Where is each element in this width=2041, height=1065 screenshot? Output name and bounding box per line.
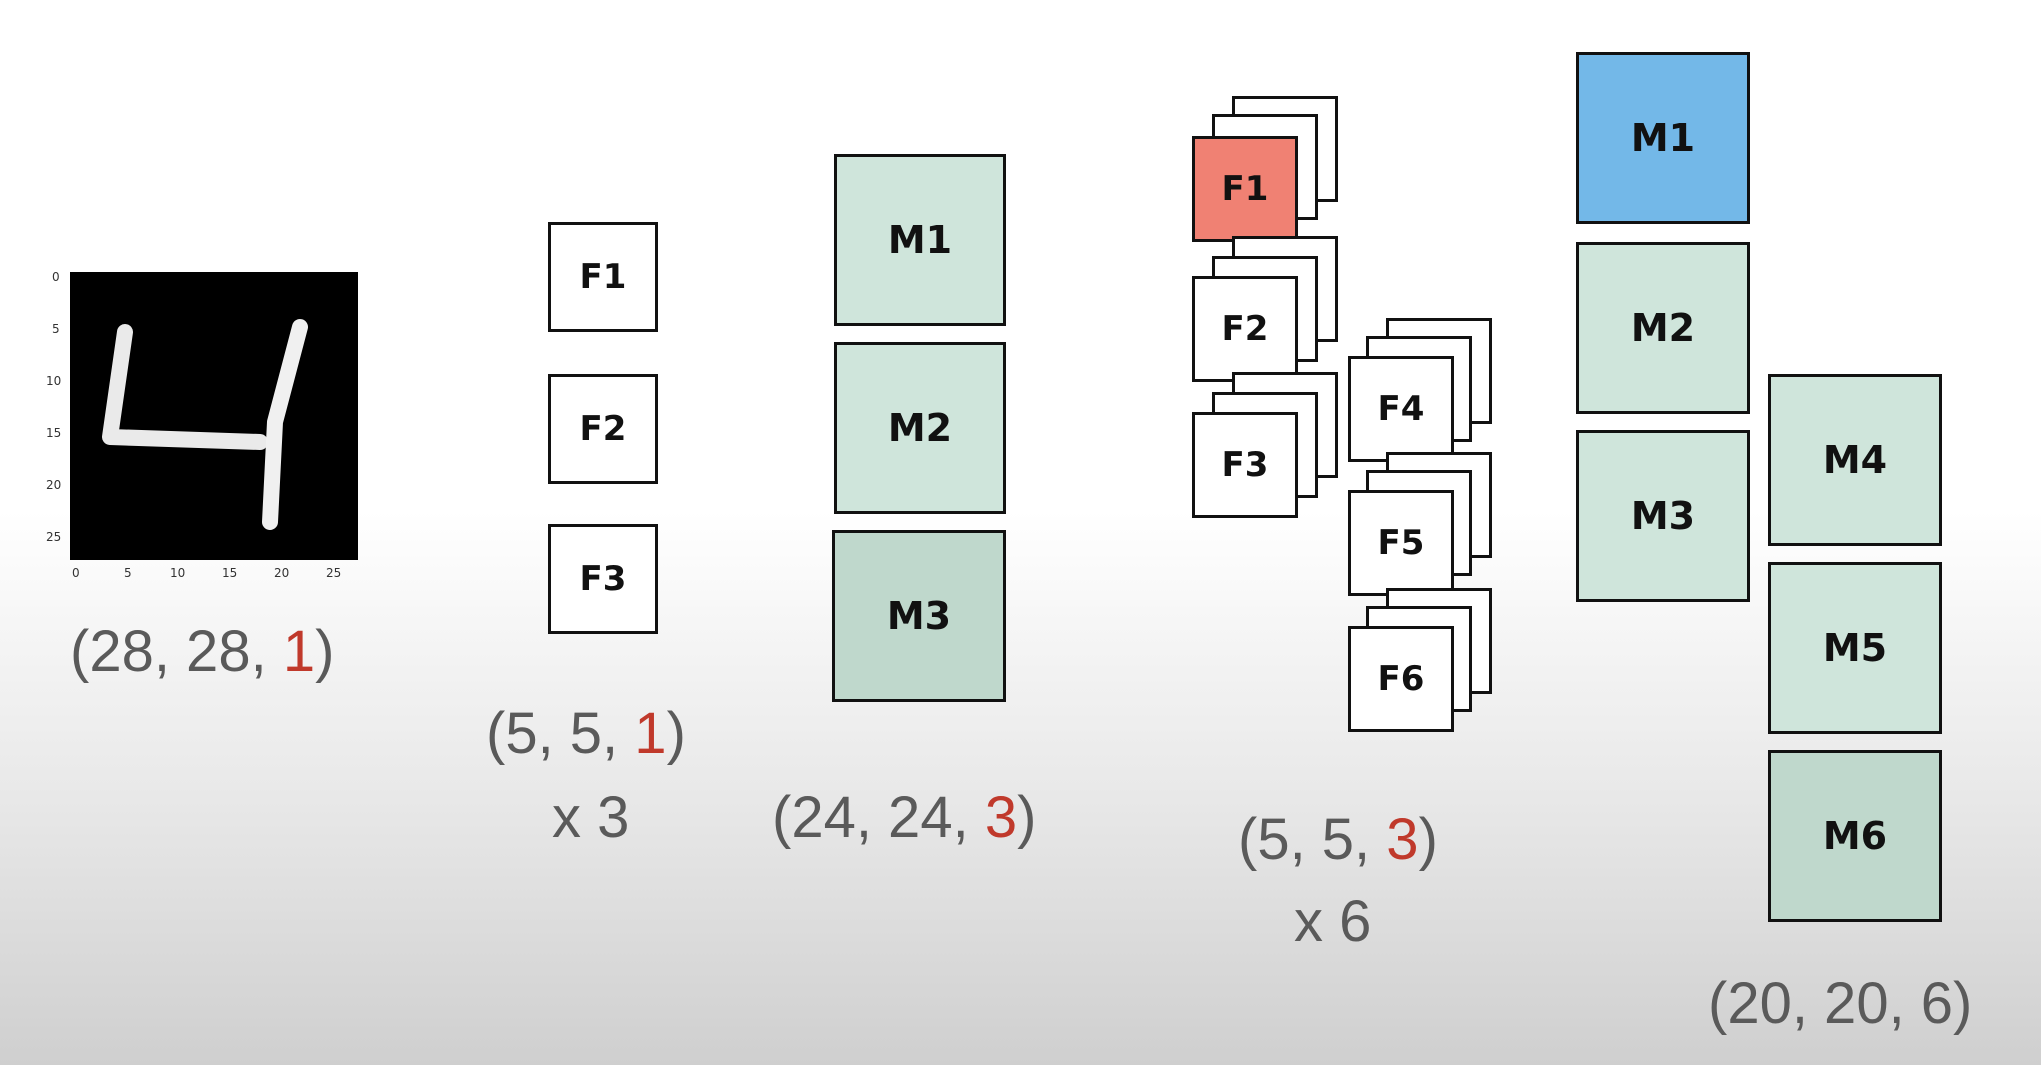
layer2-filter-f4: F4	[1348, 356, 1454, 462]
layer2-filter-shape-caption: (5, 5, 3)	[1238, 807, 1438, 872]
axis-tick: 20	[274, 566, 290, 580]
layer2-filter-f6: F6	[1348, 626, 1454, 732]
axis-tick: 10	[46, 374, 62, 388]
axis-tick: 25	[326, 566, 342, 580]
axis-tick: 15	[46, 426, 62, 440]
layer2-filter-f3: F3	[1192, 412, 1298, 518]
axis-tick: 10	[170, 566, 186, 580]
layer1-filter-f2: F2	[548, 374, 658, 484]
axis-tick: 15	[222, 566, 238, 580]
axis-tick: 25	[46, 530, 62, 544]
layer1-map-shape-caption: (24, 24, 3)	[772, 785, 1037, 850]
layer2-filter-f1: F1	[1192, 136, 1298, 242]
axis-tick: 5	[124, 566, 132, 580]
layer2-map-m5: M5	[1768, 562, 1942, 734]
layer1-map-m3: M3	[832, 530, 1006, 702]
axis-tick: 0	[72, 566, 80, 580]
layer1-filter-shape-caption: (5, 5, 1)	[486, 701, 686, 766]
axis-tick: 20	[46, 478, 62, 492]
layer2-map-m1: M1	[1576, 52, 1750, 224]
layer1-map-m2: M2	[834, 342, 1006, 514]
input-digit-image	[70, 272, 358, 560]
layer2-filter-f5: F5	[1348, 490, 1454, 596]
layer2-filter-count: x 6	[1294, 889, 1372, 954]
digit-four-drawing	[70, 272, 358, 560]
layer1-filter-f3: F3	[548, 524, 658, 634]
layer1-map-m1: M1	[834, 154, 1006, 326]
layer1-filter-count: x 3	[552, 785, 630, 850]
layer2-filter-f2: F2	[1192, 276, 1298, 382]
input-shape-caption: (28, 28, 1)	[70, 619, 335, 684]
axis-tick: 5	[52, 322, 60, 336]
layer2-map-m6: M6	[1768, 750, 1942, 922]
layer1-filter-f1: F1	[548, 222, 658, 332]
layer2-map-m4: M4	[1768, 374, 1942, 546]
axis-tick: 0	[52, 270, 60, 284]
layer2-map-m2: M2	[1576, 242, 1750, 414]
layer2-map-shape-caption: (20, 20, 6)	[1708, 971, 1973, 1036]
layer2-map-m3: M3	[1576, 430, 1750, 602]
